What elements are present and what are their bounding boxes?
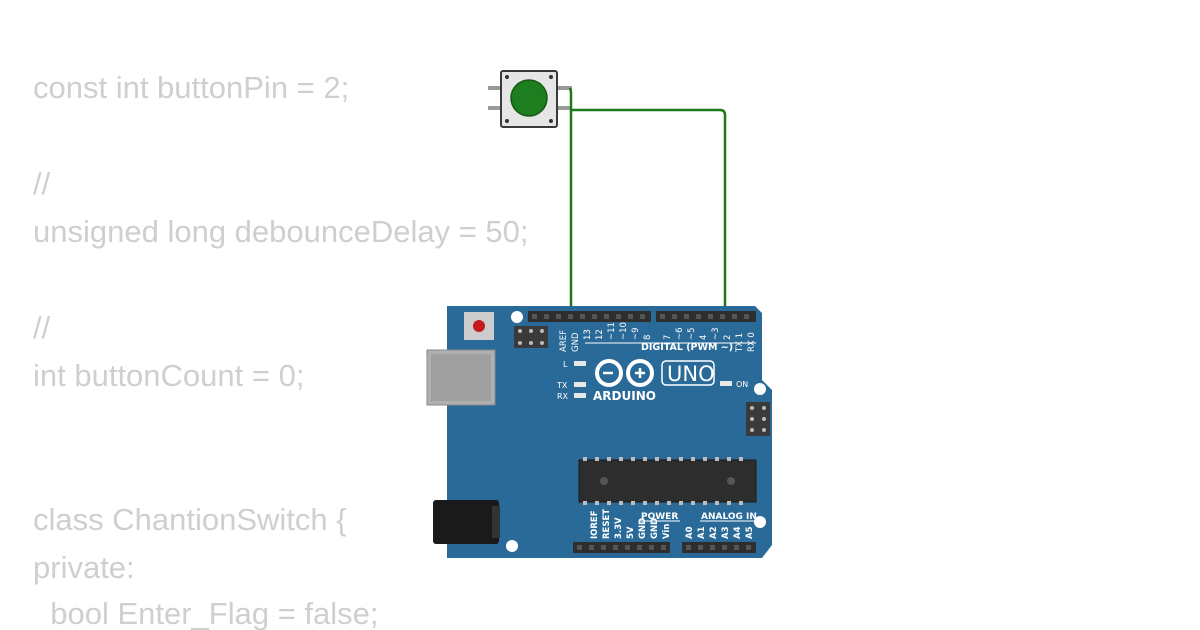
board-model: UNO: [667, 362, 715, 386]
push-button[interactable]: [488, 70, 572, 128]
led-rx-label: RX: [557, 392, 569, 401]
led-on: [720, 381, 732, 386]
pin-label: 3.3V: [614, 517, 624, 539]
pin-label: A4: [733, 526, 743, 539]
pin-label: RX 0: [747, 332, 757, 352]
pin-label: ~6: [675, 327, 685, 340]
pin-label: ~3: [711, 327, 721, 340]
mounting-hole: [754, 516, 766, 528]
pin-label: AREF: [559, 330, 569, 352]
power-jack: [433, 500, 499, 544]
pin-label: A5: [745, 526, 755, 539]
mounting-hole: [506, 540, 518, 552]
microcontroller-chip: [578, 459, 757, 503]
code-line: bool Enter_Flag = false;: [33, 596, 379, 630]
pin-label: ~5: [687, 327, 697, 340]
analog-header-label: ANALOG IN: [701, 512, 757, 522]
pin-label: 5V: [626, 526, 636, 539]
wire-pin2[interactable]: [570, 108, 727, 318]
wire-gnd[interactable]: [568, 87, 573, 318]
button-leg: [556, 106, 572, 110]
pin-label: ~10: [619, 322, 629, 340]
icsp-header-right: [746, 402, 770, 436]
button-leg: [488, 86, 504, 90]
led-l: [574, 361, 586, 366]
pin-label: ~9: [631, 327, 641, 340]
chip-dot: [727, 477, 735, 485]
led-tx: [574, 382, 586, 387]
chip-notch: [600, 477, 608, 485]
pin-label: ~11: [607, 322, 617, 340]
button-corner-dot: [505, 75, 509, 79]
power-pin-labels: IOREF RESET 3.3V 5V GND GND Vin: [590, 509, 672, 539]
code-line: const int buttonPin = 2;: [33, 70, 350, 105]
pin-label: 2: [723, 335, 733, 340]
pin-label: IOREF: [590, 510, 600, 539]
uno-badge: [661, 360, 715, 386]
mounting-hole: [511, 311, 523, 323]
pin-label: A2: [709, 526, 719, 539]
usb-connector-inner: [431, 354, 491, 401]
code-overlay: const int buttonPin = 2; // unsigned lon…: [33, 0, 593, 630]
code-line: //: [33, 166, 51, 201]
power-header: [573, 542, 670, 553]
pin-label: A3: [721, 526, 731, 539]
digital-header-left: [528, 311, 651, 322]
led-l-label: L: [563, 360, 568, 369]
pin-label: 8: [643, 335, 653, 340]
button-corner-dot: [549, 119, 553, 123]
pin-label: 4: [699, 335, 709, 340]
code-line: int buttonCount = 0;: [33, 358, 305, 393]
pin-label: GND: [571, 332, 581, 352]
pin-label: A1: [697, 526, 707, 539]
pin-label: A0: [685, 526, 695, 539]
arduino-logo: [595, 359, 654, 387]
digital-header-right: [656, 311, 756, 322]
bottom-header-pins: [577, 545, 751, 550]
code-line: private:: [33, 550, 135, 585]
digital-header-label: DIGITAL (PWM ~): [641, 342, 733, 353]
pin-label: 7: [663, 335, 673, 340]
analog-header: [682, 542, 756, 553]
button-leg: [556, 86, 572, 90]
analog-pin-labels: A0 A1 A2 A3 A4 A5: [685, 526, 755, 539]
digital-header-pins: [532, 314, 749, 319]
pin-label: 12: [595, 329, 605, 340]
code-line: unsigned long debounceDelay = 50;: [33, 214, 529, 249]
pin-label: RESET: [602, 509, 612, 539]
button-corner-dot: [505, 119, 509, 123]
code-line: //: [33, 310, 51, 345]
power-jack-edge: [492, 506, 500, 538]
button-leg: [488, 106, 504, 110]
reset-button-cap: [473, 320, 485, 332]
led-tx-label: TX: [556, 381, 568, 390]
pin-label: Vin: [662, 524, 672, 539]
led-rx: [574, 393, 586, 398]
pin-label: 13: [583, 329, 593, 340]
mounting-hole: [754, 383, 766, 395]
button-cap: [510, 79, 548, 117]
led-on-label: ON: [736, 380, 748, 389]
board-brand: ARDUINO: [593, 389, 656, 403]
icsp-header-top: [514, 326, 548, 348]
arduino-uno-board[interactable]: AREF GND 13 12 ~11 ~10 ~9 8 7 ~6 ~5 4 ~3…: [426, 306, 772, 558]
chip-pins: [583, 457, 743, 505]
power-header-label: POWER: [641, 512, 678, 522]
button-corner-dot: [549, 75, 553, 79]
pin-label: GND: [650, 518, 660, 539]
pin-label: GND: [638, 518, 648, 539]
code-line: class ChantionSwitch {: [33, 502, 347, 537]
